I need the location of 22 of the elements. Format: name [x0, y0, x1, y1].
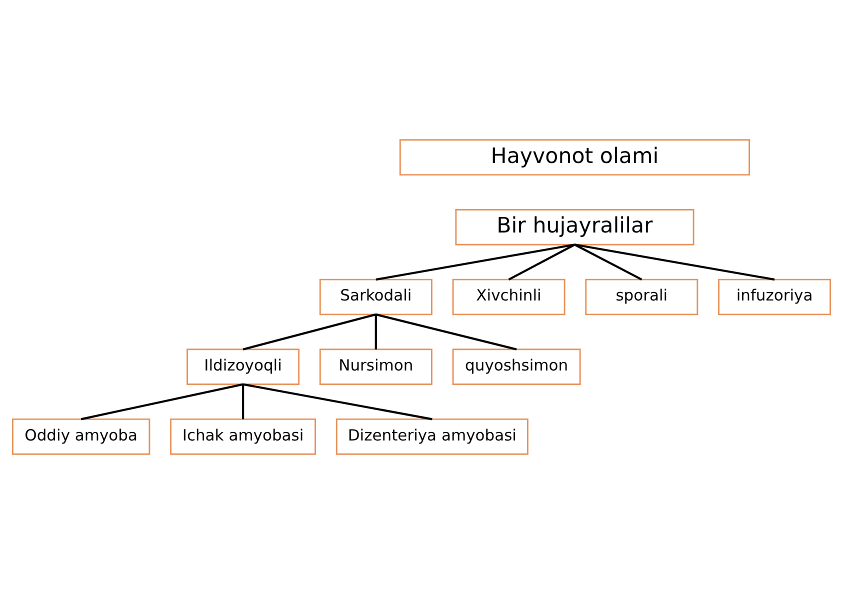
connector — [574, 243, 775, 280]
node-box: Nursimon — [319, 348, 432, 385]
connector — [242, 382, 432, 420]
node-box: quyoshsimon — [452, 348, 581, 385]
node-box: Dizenteriya amyobasi — [336, 418, 528, 454]
node-box: Xivchinli — [452, 278, 566, 315]
node-box: Ildizoyoqli — [186, 348, 300, 385]
connector — [574, 243, 642, 280]
connector — [80, 382, 244, 420]
node-box: sporali — [585, 278, 698, 315]
connector — [242, 384, 244, 419]
node-box: Sarkodali — [319, 278, 432, 315]
node-box: Oddiy amyoba — [12, 418, 150, 454]
node-box: Ichak amyobasi — [170, 418, 316, 454]
node-box: Hayvonot olami — [399, 138, 750, 176]
connector — [376, 312, 517, 350]
connector — [376, 243, 575, 280]
node-box: infuzoriya — [718, 278, 832, 315]
connector — [242, 312, 376, 350]
connector — [508, 243, 576, 280]
node-box: Bir hujayralilar — [455, 208, 694, 245]
connector — [374, 314, 377, 349]
